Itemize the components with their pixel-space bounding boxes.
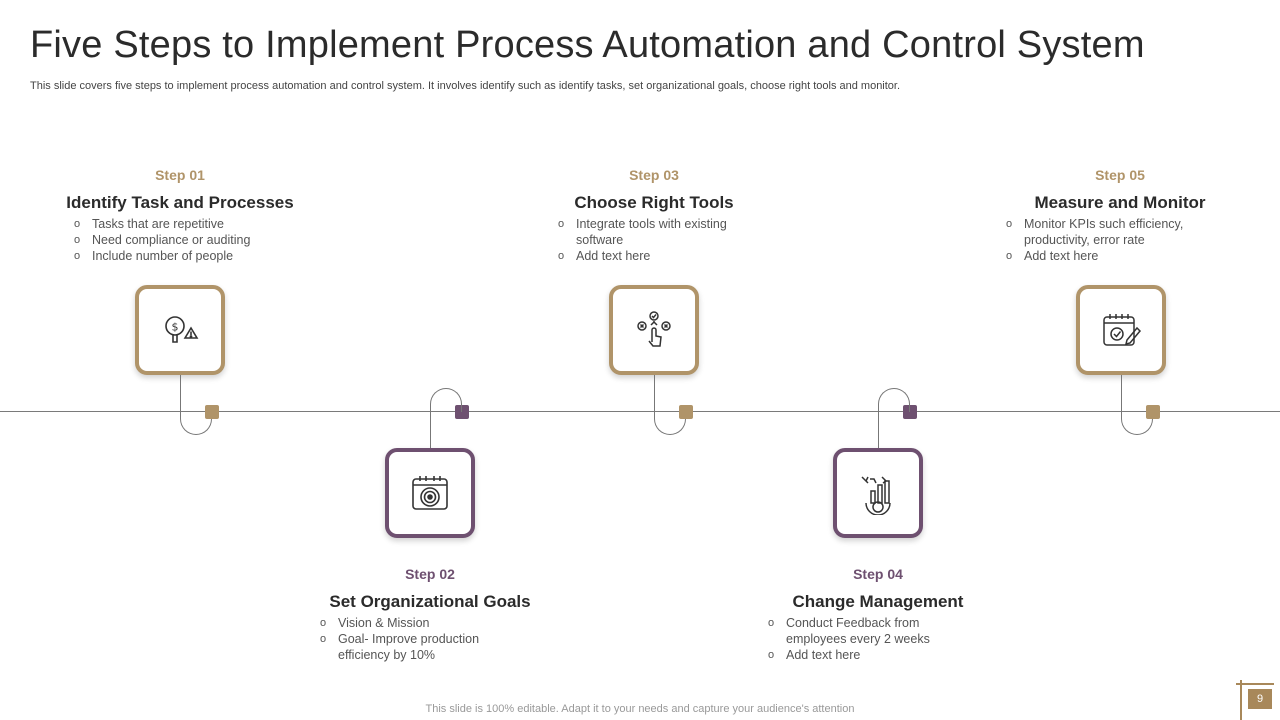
- gear-chart-icon: [861, 476, 891, 515]
- step-label: Step 03: [629, 167, 679, 183]
- list-item: Add text here: [766, 647, 951, 663]
- page-decoration: [1240, 680, 1242, 720]
- step-05-bullets: Monitor KPIs such efficiency, productivi…: [1004, 216, 1224, 264]
- connector: [180, 375, 181, 411]
- list-item: Integrate tools with existing software: [556, 216, 756, 248]
- step-04-bullets: Conduct Feedback from employees every 2 …: [766, 615, 951, 663]
- list-item: Add text here: [556, 248, 756, 264]
- connector-loop: [878, 388, 910, 412]
- list-item: Vision & Mission: [318, 615, 503, 631]
- list-item: Conduct Feedback from employees every 2 …: [766, 615, 951, 647]
- list-item: Goal- Improve production efficiency by 1…: [318, 631, 503, 663]
- list-item: Add text here: [1004, 248, 1224, 264]
- step-02-bullets: Vision & Mission Goal- Improve productio…: [318, 615, 503, 663]
- step-03-icon-box: [609, 285, 699, 375]
- list-item: Monitor KPIs such efficiency, productivi…: [1004, 216, 1224, 248]
- timeline-marker: [679, 405, 693, 419]
- hand-choice-icon: [637, 311, 671, 347]
- step-03-bullets: Integrate tools with existing software A…: [556, 216, 756, 264]
- step-02-heading: Step 02 Set Organizational Goals: [285, 566, 575, 612]
- connector: [654, 375, 655, 411]
- step-01-bullets: Tasks that are repetitive Need complianc…: [72, 216, 312, 264]
- slide-title: Five Steps to Implement Process Automati…: [30, 24, 1145, 66]
- target-calendar-icon: [412, 476, 448, 510]
- timeline-marker: [205, 405, 219, 419]
- step-05-icon-box: [1076, 285, 1166, 375]
- step-01-heading: Step 01 Identify Task and Processes: [35, 167, 325, 213]
- step-label: Step 05: [1095, 167, 1145, 183]
- step-03-heading: Step 03 Choose Right Tools: [509, 167, 799, 213]
- timeline-marker: [1146, 405, 1160, 419]
- step-title: Set Organizational Goals: [329, 592, 531, 611]
- step-title: Change Management: [792, 592, 964, 611]
- calendar-check-icon: [1103, 314, 1142, 346]
- timeline-line: [0, 411, 1280, 412]
- step-05-heading: Step 05 Measure and Monitor: [975, 167, 1265, 213]
- svg-text:$: $: [172, 321, 179, 334]
- footer-note: This slide is 100% editable. Adapt it to…: [425, 703, 855, 715]
- step-title: Identify Task and Processes: [66, 193, 294, 212]
- connector: [878, 411, 879, 449]
- step-label: Step 04: [853, 566, 903, 582]
- step-04-heading: Step 04 Change Management: [733, 566, 1023, 612]
- connector-loop: [430, 388, 462, 412]
- step-title: Choose Right Tools: [574, 193, 734, 212]
- page-decoration: [1236, 683, 1274, 685]
- step-01-icon-box: $: [135, 285, 225, 375]
- list-item: Include number of people: [72, 248, 312, 264]
- dollar-search-alert-icon: $: [165, 316, 199, 343]
- list-item: Need compliance or auditing: [72, 232, 312, 248]
- step-label: Step 02: [405, 566, 455, 582]
- connector: [430, 411, 431, 449]
- slide-subtitle: This slide covers five steps to implemen…: [30, 80, 901, 92]
- step-02-icon-box: [385, 448, 475, 538]
- connector: [1121, 375, 1122, 411]
- step-label: Step 01: [155, 167, 205, 183]
- list-item: Tasks that are repetitive: [72, 216, 312, 232]
- page-number: 9: [1248, 689, 1272, 709]
- step-04-icon-box: [833, 448, 923, 538]
- step-title: Measure and Monitor: [1034, 193, 1206, 212]
